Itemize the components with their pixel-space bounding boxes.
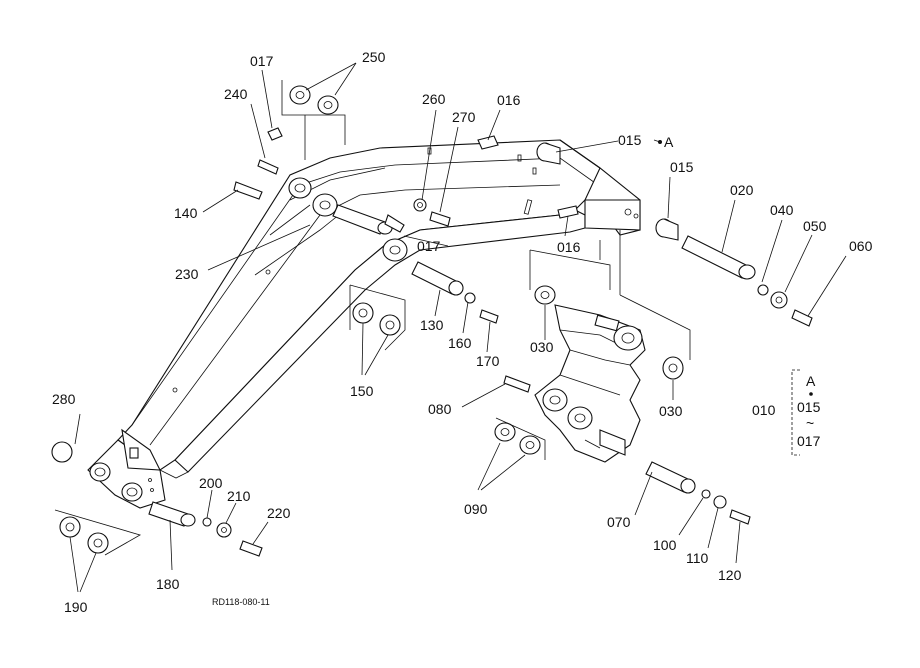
label-280: 280 — [52, 391, 76, 407]
leader-lines — [69, 62, 847, 593]
label-110: 110 — [686, 550, 709, 566]
label-050: 050 — [803, 218, 827, 234]
label-070: 070 — [607, 514, 631, 530]
label-016: 016 — [497, 92, 521, 108]
label-170: 170 — [476, 353, 500, 369]
label-080: 080 — [428, 401, 452, 417]
label-017-mid: 017 — [417, 238, 441, 254]
label-240: 240 — [224, 86, 248, 102]
legend-from: 015 — [797, 399, 821, 415]
label-060: 060 — [849, 238, 873, 254]
label-100: 100 — [653, 537, 677, 553]
hardware-parts — [51, 85, 813, 557]
legend-tilde: ~ — [806, 415, 814, 431]
swing-bracket — [534, 304, 646, 463]
drawing-code: RD118-080-11 — [212, 597, 270, 607]
label-250: 250 — [362, 49, 386, 65]
label-016-lower: 016 — [557, 239, 581, 255]
label-090: 090 — [464, 501, 488, 517]
label-017: 017 — [250, 53, 274, 69]
label-150: 150 — [350, 383, 374, 399]
label-220: 220 — [267, 505, 291, 521]
part-labels: 017 250 240 260 016 270 015 A 015 140 02… — [52, 49, 873, 615]
label-140: 140 — [174, 205, 198, 221]
label-200: 200 — [199, 475, 223, 491]
label-015-right: 015 — [670, 159, 694, 175]
label-230: 230 — [175, 266, 199, 282]
label-030: 030 — [530, 339, 554, 355]
label-270: 270 — [452, 109, 476, 125]
label-040: 040 — [770, 202, 794, 218]
label-260: 260 — [422, 91, 446, 107]
label-015: 015 — [618, 132, 642, 148]
legend-bracket — [791, 369, 800, 456]
label-030-right: 030 — [659, 403, 683, 419]
reference-legend: 010 A 015 ~ 017 — [752, 369, 821, 456]
label-210: 210 — [227, 488, 251, 504]
label-130: 130 — [420, 317, 444, 333]
boom-arm — [87, 139, 641, 509]
marker-a-dot — [658, 140, 662, 144]
guide-lines — [54, 80, 691, 556]
marker-a: A — [664, 134, 674, 150]
label-120: 120 — [718, 567, 742, 583]
label-190: 190 — [64, 599, 88, 615]
label-020: 020 — [730, 182, 754, 198]
label-010: 010 — [752, 402, 776, 418]
legend-dot — [809, 392, 813, 396]
label-180: 180 — [156, 576, 180, 592]
label-160: 160 — [448, 335, 472, 351]
legend-to: 017 — [797, 433, 821, 449]
legend-a: A — [806, 373, 816, 389]
